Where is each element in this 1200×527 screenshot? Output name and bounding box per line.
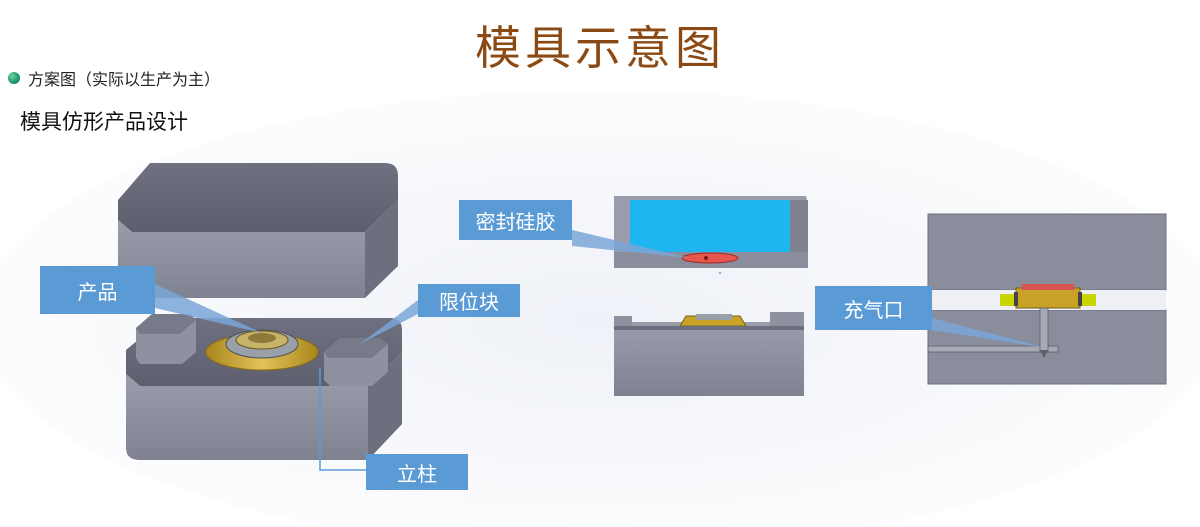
callout-air-inlet: 充气口 [815, 286, 932, 330]
middle-lower-part [614, 312, 804, 396]
page-title: 模具示意图 [475, 21, 725, 75]
callout-sealing-silicone: 密封硅胶 [459, 200, 572, 240]
leader-pillar [319, 368, 366, 471]
bullet-dot-icon [8, 72, 20, 84]
leader-silicone [572, 230, 690, 258]
leader-product [155, 284, 262, 333]
callout-pillar: 立柱 [366, 454, 468, 490]
section-subtitle: 模具仿形产品设计 [20, 110, 188, 134]
leader-limit-block [360, 300, 418, 344]
bullet-line: 方案图（实际以生产为主） [8, 66, 220, 90]
callout-limit-block: 限位块 [418, 284, 520, 317]
cross-section-view [927, 213, 1167, 385]
bullet-text: 方案图（实际以生产为主） [28, 70, 221, 89]
upper-mold-block [118, 163, 398, 298]
middle-upper-part [614, 196, 808, 275]
callout-product: 产品 [40, 266, 155, 314]
lower-mold-block [126, 314, 402, 460]
leader-air-inlet [932, 318, 1046, 348]
